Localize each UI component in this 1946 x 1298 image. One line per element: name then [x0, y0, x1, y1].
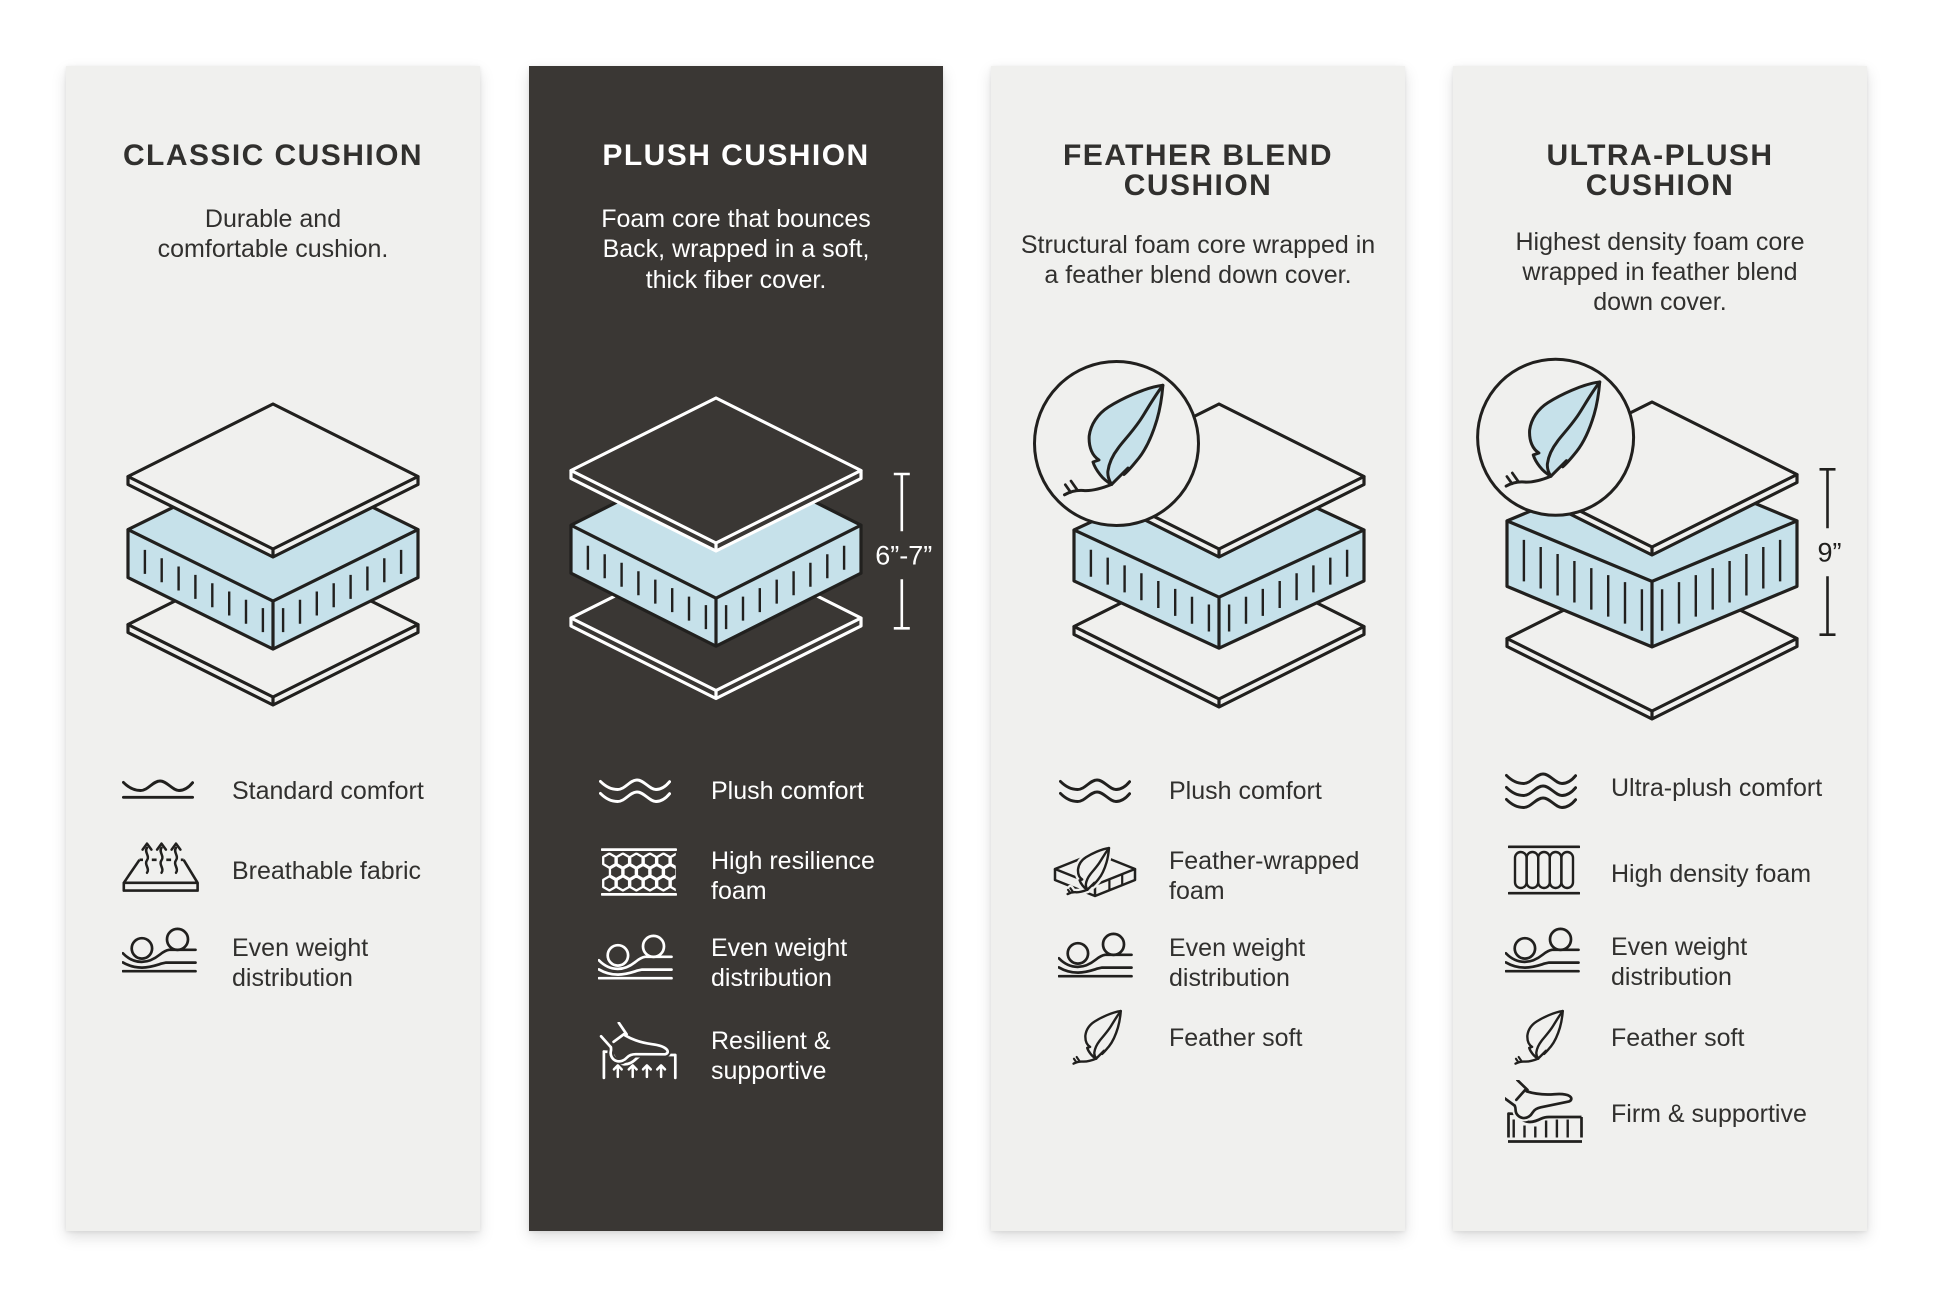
svg-text:9”: 9” — [1817, 537, 1841, 567]
svg-text:6”-7”: 6”-7” — [875, 540, 932, 570]
